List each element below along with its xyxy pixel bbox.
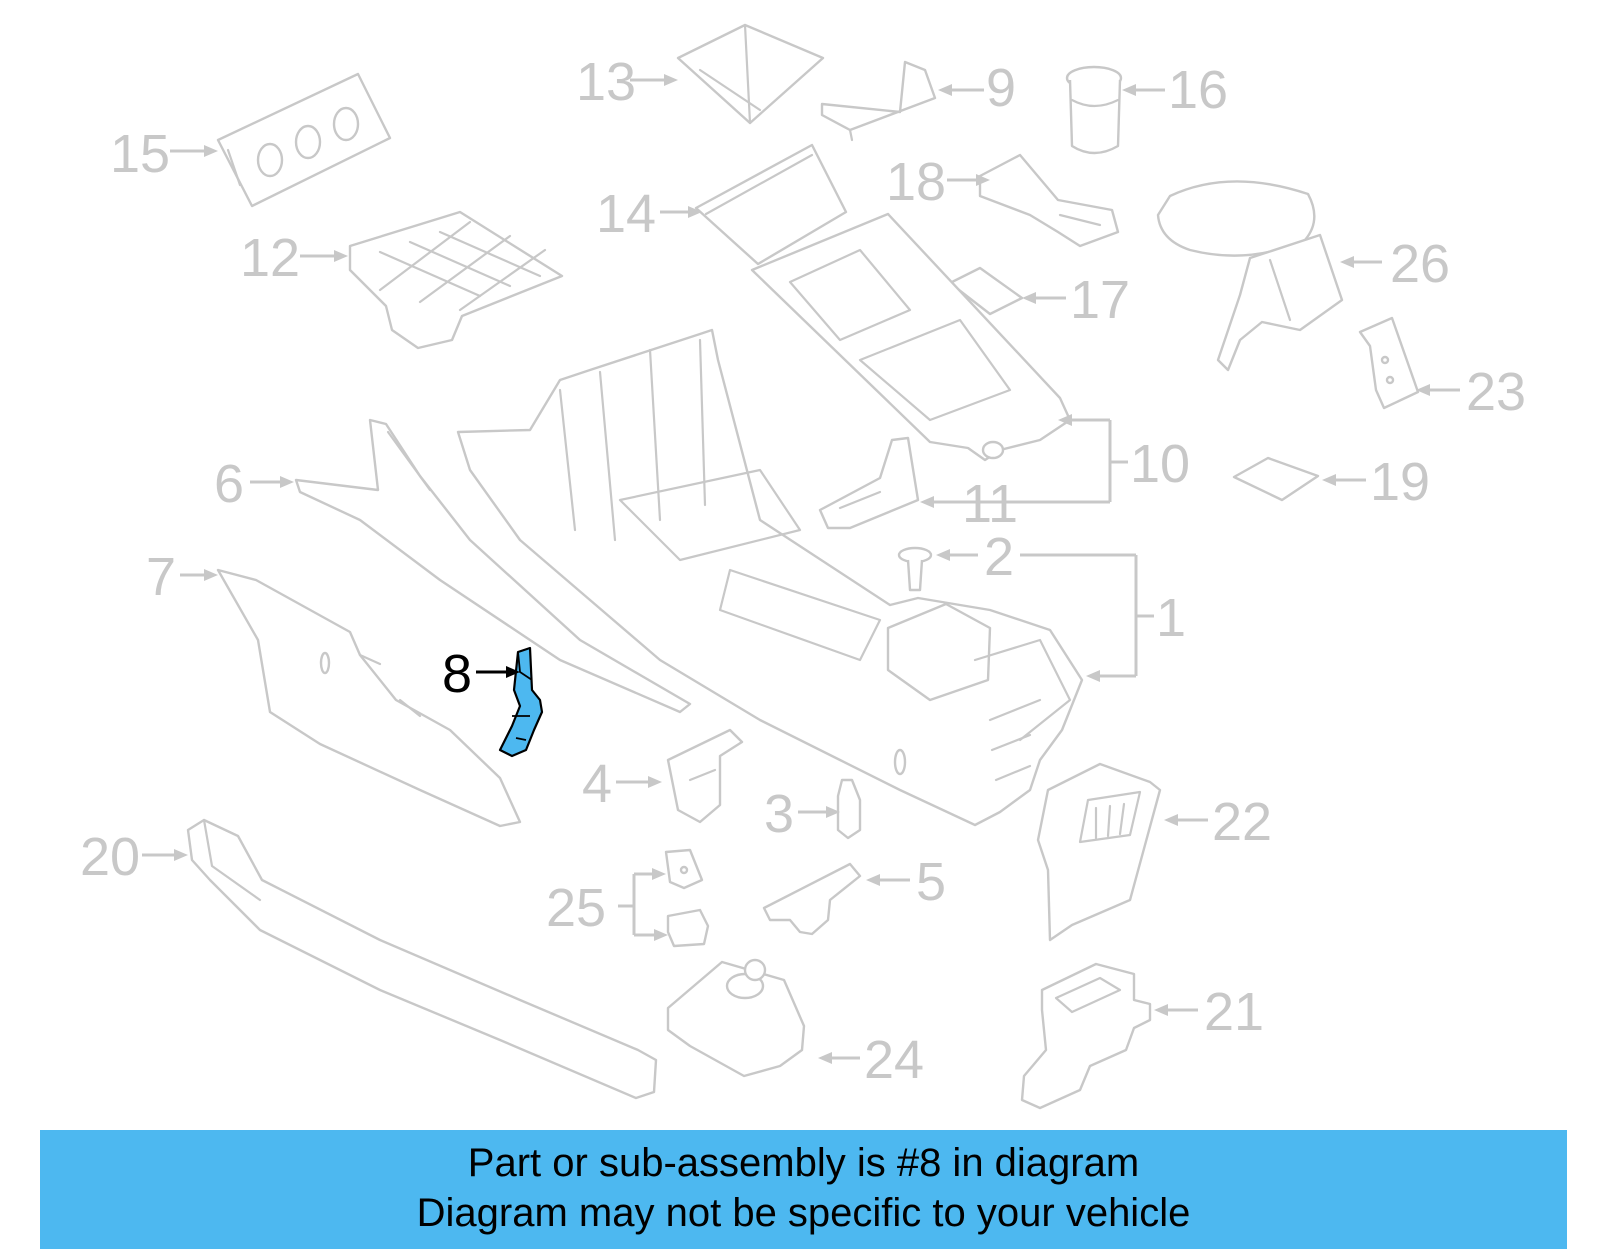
part-12-grille-storage (348, 210, 564, 350)
part-23-bracket (1358, 316, 1420, 410)
part-08-highlighted-bracket (498, 646, 544, 758)
callout-21: 21 (1204, 982, 1264, 1042)
part-01-console-body (456, 328, 1084, 827)
part-04-clip (666, 728, 744, 824)
part-18-mat (978, 153, 1120, 248)
callout-24: 24 (864, 1030, 924, 1090)
part-25-clips (664, 848, 710, 948)
part-07-side-panel (216, 568, 522, 828)
callout-17: 17 (1070, 270, 1130, 330)
callout-14: 14 (596, 184, 656, 244)
callout-7: 7 (146, 547, 176, 607)
part-09-bracket (820, 60, 937, 142)
callout-2: 2 (984, 527, 1014, 587)
callout-6: 6 (214, 454, 244, 514)
part-22-rear-vent (1036, 762, 1162, 942)
callout-5: 5 (916, 852, 946, 912)
banner-line-part-number: Part or sub-assembly is #8 in diagram (467, 1141, 1140, 1185)
callout-8-highlighted: 8 (442, 644, 472, 704)
part-05-trim-strip (762, 862, 862, 936)
banner-line-disclaimer: Diagram may not be specific to your vehi… (416, 1191, 1191, 1235)
part-13-tray (676, 23, 825, 125)
callout-11: 11 (962, 474, 1018, 534)
info-banner: Part or sub-assembly is #8 in diagram Di… (40, 1130, 1567, 1249)
part-03-plug (836, 778, 862, 840)
callout-19: 19 (1370, 452, 1430, 512)
callout-12: 12 (240, 228, 300, 288)
part-14-trim-plate (694, 143, 848, 266)
callout-22: 22 (1212, 792, 1272, 852)
part-19-pad (1232, 456, 1320, 502)
part-26-armrest (1156, 180, 1344, 372)
part-11-bracket (818, 436, 920, 530)
callout-18: 18 (886, 152, 946, 212)
callout-labels: 13 9 16 15 18 14 26 12 17 23 10 19 6 11 … (80, 52, 1526, 1090)
callout-16: 16 (1168, 60, 1228, 120)
part-02-clip (897, 546, 933, 592)
callout-15: 15 (110, 124, 170, 184)
callout-9: 9 (986, 58, 1016, 118)
callout-23: 23 (1466, 362, 1526, 422)
callout-10: 10 (1130, 434, 1190, 494)
callout-25: 25 (546, 878, 606, 938)
leader-lines (142, 74, 1460, 1064)
callout-26: 26 (1390, 234, 1450, 294)
callout-4: 4 (582, 754, 612, 814)
part-20-duct (186, 818, 658, 1100)
part-15-switch-panel (216, 72, 392, 208)
part-24-shifter (666, 958, 806, 1078)
callout-3: 3 (764, 784, 794, 844)
part-21-storage-box (1020, 962, 1152, 1110)
callout-1: 1 (1156, 588, 1186, 648)
part-16-cup-insert (1065, 65, 1123, 155)
part-10-console-cover (750, 212, 1072, 462)
part-06-side-trim (294, 418, 692, 714)
callout-13: 13 (576, 52, 636, 112)
callout-20: 20 (80, 827, 140, 887)
